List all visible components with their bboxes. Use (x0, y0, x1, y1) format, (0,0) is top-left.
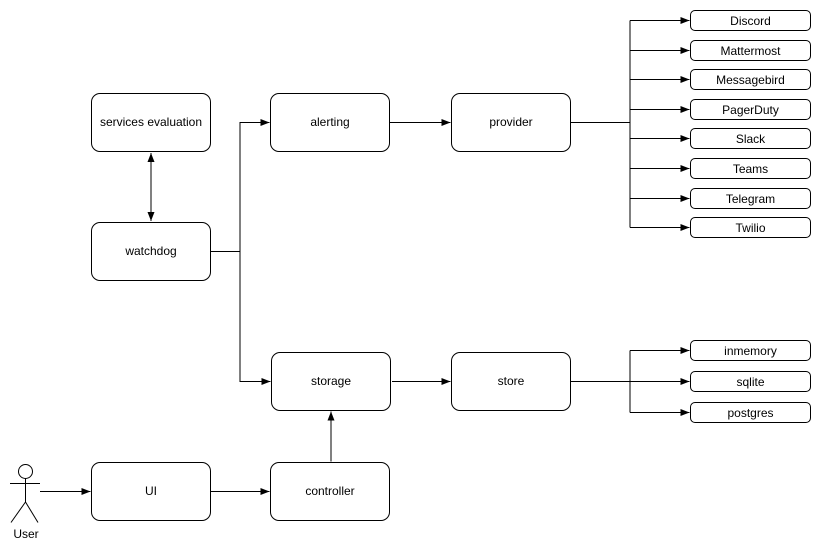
connector-watchdog-alerting (239, 119, 270, 252)
user-actor-icon (10, 464, 40, 523)
provider-item-twilio: Twilio (690, 217, 811, 238)
provider-item-discord: Discord (690, 10, 811, 31)
provider-item-telegram: Telegram (690, 188, 811, 209)
provider-item-pagerduty: PagerDuty (690, 99, 811, 120)
user-actor-label: User (13, 527, 39, 541)
node-alerting: alerting (270, 93, 390, 152)
provider-item-slack: Slack (690, 128, 811, 149)
store-item-postgres: postgres (690, 402, 811, 423)
node-services-evaluation: services evaluation (91, 93, 211, 152)
node-provider: provider (451, 93, 571, 152)
node-store: store (451, 352, 571, 411)
provider-item-teams: Teams (690, 158, 811, 179)
node-ui: UI (91, 462, 211, 521)
node-controller: controller (270, 462, 390, 521)
node-storage: storage (271, 352, 391, 411)
provider-item-messagebird: Messagebird (690, 69, 811, 90)
node-watchdog: watchdog (91, 222, 211, 281)
store-item-sqlite: sqlite (690, 371, 811, 392)
connector-watchdog-storage (239, 251, 271, 385)
provider-item-mattermost: Mattermost (690, 40, 811, 61)
store-item-inmemory: inmemory (690, 340, 811, 361)
